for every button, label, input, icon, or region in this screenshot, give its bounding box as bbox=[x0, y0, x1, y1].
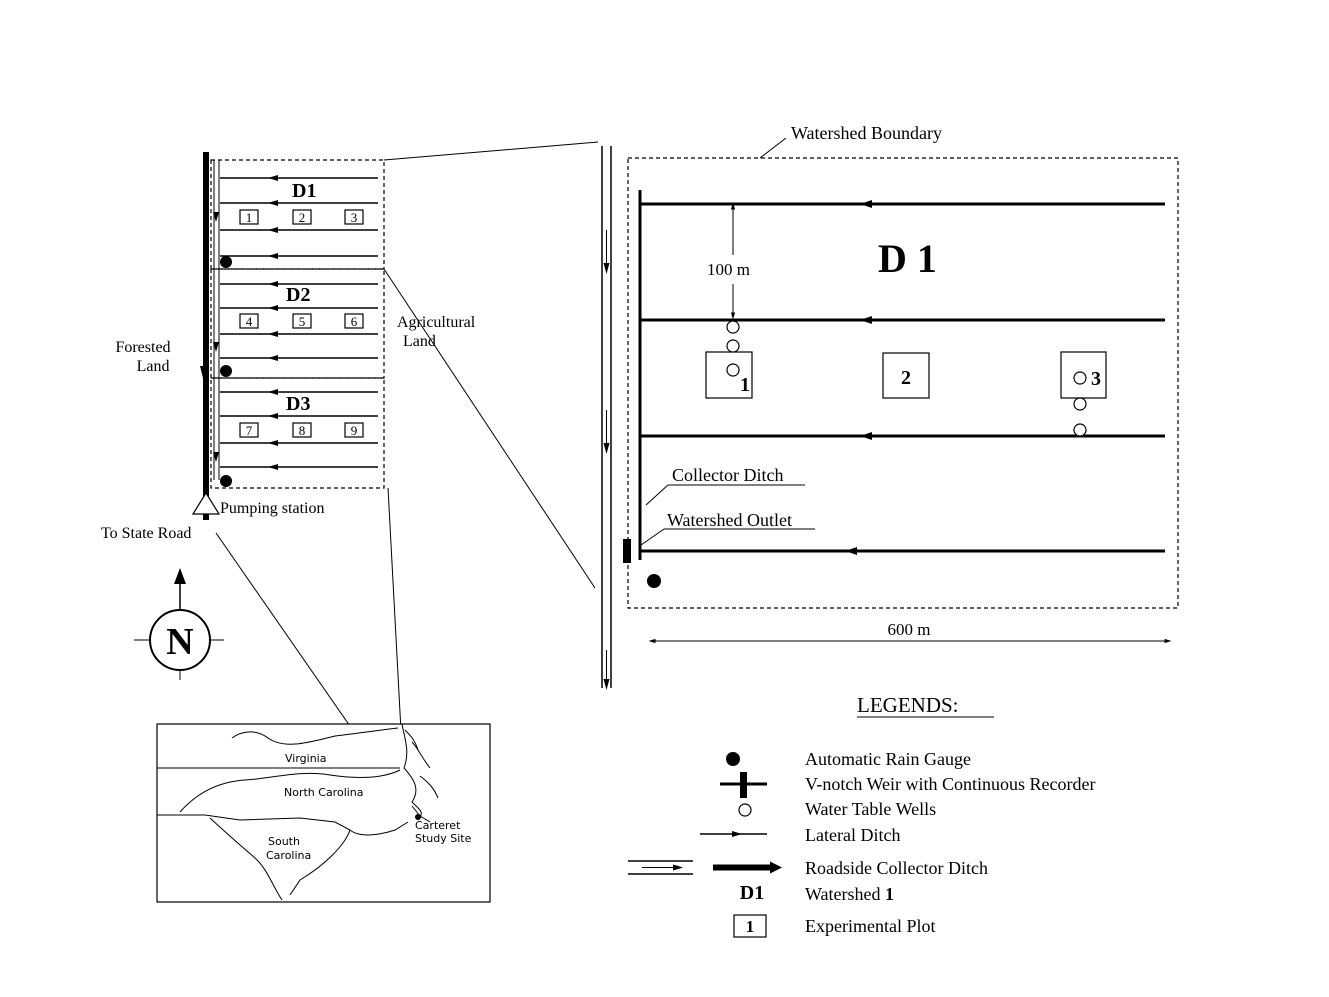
plot-label: 4 bbox=[246, 314, 253, 329]
well-icon bbox=[726, 339, 740, 353]
weir-icon bbox=[623, 539, 631, 563]
legend-label: Watershed 1 bbox=[805, 884, 894, 904]
legend-plot-symbol: 1 bbox=[746, 917, 755, 936]
inset-carteret-label: Carteret bbox=[415, 819, 461, 832]
inset-north-carolina-label: North Carolina bbox=[284, 786, 364, 799]
legend: LEGENDS: Automatic Rain Gauge V-notch We… bbox=[628, 693, 1096, 938]
plot-label: 6 bbox=[351, 314, 358, 329]
overview-plots: 1 2 3 4 5 6 7 8 9 bbox=[239, 209, 364, 438]
legend-watershed-symbol: D1 bbox=[740, 882, 764, 904]
compass-letter: N bbox=[166, 621, 193, 663]
well-icon bbox=[1073, 397, 1087, 411]
flow-arrow-icon bbox=[200, 366, 206, 378]
legend-plot-icon bbox=[733, 914, 767, 938]
lateral-ditches-d2 bbox=[220, 281, 378, 361]
pumping-station-label: Pumping station bbox=[220, 500, 324, 517]
legend-label: Experimental Plot bbox=[805, 916, 935, 936]
collector-ditch-label: Collector Ditch bbox=[672, 465, 783, 485]
plot-label: 2 bbox=[299, 210, 306, 225]
rain-gauge-icon bbox=[220, 475, 232, 487]
plot-label: 2 bbox=[901, 367, 911, 389]
well-icon bbox=[726, 320, 740, 334]
legend-title: LEGENDS: bbox=[857, 693, 959, 717]
plot-label: 1 bbox=[246, 210, 253, 225]
inset-virginia-label: Virginia bbox=[285, 752, 326, 765]
legend-label: V-notch Weir with Continuous Recorder bbox=[805, 774, 1096, 794]
lateral-ditches-d1 bbox=[220, 175, 378, 259]
spacing-dimension-label: 100 m bbox=[707, 260, 750, 279]
watershed-label-d1: D1 bbox=[292, 180, 316, 202]
north-compass: N bbox=[134, 568, 224, 680]
legend-label: Water Table Wells bbox=[805, 799, 936, 819]
watershed-box-d2 bbox=[210, 268, 385, 379]
plot-label: 3 bbox=[351, 210, 358, 225]
rain-gauge-icon bbox=[647, 574, 661, 588]
watershed-box-d1 bbox=[210, 159, 385, 270]
overview-map: D1 D2 D3 1 2 3 4 5 6 7 8 9 Pumping stati… bbox=[101, 152, 479, 542]
water-table-wells bbox=[726, 320, 1087, 437]
plot-label: 7 bbox=[246, 423, 253, 438]
legend-well-icon bbox=[738, 803, 752, 817]
flow-arrow-icon bbox=[213, 212, 219, 222]
plot-label: 3 bbox=[1091, 368, 1101, 390]
experimental-plot-2 bbox=[882, 352, 930, 399]
plot-label: 8 bbox=[299, 423, 306, 438]
legend-rain-gauge-icon bbox=[726, 752, 740, 766]
rain-gauge-icon bbox=[220, 365, 232, 377]
flow-arrow-icon bbox=[213, 452, 219, 462]
plot-label: 5 bbox=[299, 314, 306, 329]
watershed-label-d3: D3 bbox=[286, 393, 310, 415]
inset-study-site-label: Study Site bbox=[415, 832, 472, 845]
watershed-box-d3 bbox=[210, 377, 385, 489]
inset-location-map: Virginia North Carolina South Carolina C… bbox=[156, 723, 491, 903]
north-arrow-icon bbox=[174, 568, 186, 584]
agricultural-land-label: Agricultural Land bbox=[397, 314, 479, 350]
well-icon bbox=[1073, 423, 1087, 437]
inset-carolina-label: Carolina bbox=[266, 849, 311, 862]
inset-south-label: South bbox=[268, 835, 300, 848]
lateral-ditches-d3 bbox=[220, 389, 378, 470]
study-site-marker-icon bbox=[415, 814, 421, 820]
rain-gauge-icon bbox=[220, 256, 232, 268]
to-state-road-label: To State Road bbox=[101, 525, 191, 542]
zoom-connectors bbox=[215, 141, 599, 818]
watershed-label-d2: D2 bbox=[286, 284, 310, 306]
watershed-outlet-label: Watershed Outlet bbox=[667, 510, 792, 530]
legend-label: Automatic Rain Gauge bbox=[805, 749, 971, 769]
watershed-boundary bbox=[627, 157, 1179, 609]
detail-watershed-d1: Watershed Boundary 100 m D 1 1 2 3 bbox=[601, 123, 1179, 690]
flow-arrow-icon bbox=[213, 342, 219, 352]
detail-title: D 1 bbox=[878, 236, 937, 281]
well-icon bbox=[1073, 371, 1087, 385]
width-dimension-label: 600 m bbox=[888, 620, 931, 639]
legend-label: Roadside Collector Ditch bbox=[805, 858, 988, 878]
well-icon bbox=[726, 363, 740, 377]
plot-label: 1 bbox=[740, 374, 750, 396]
pumping-station-icon bbox=[191, 491, 221, 515]
legend-weir-icon bbox=[740, 772, 747, 798]
legend-label: Lateral Ditch bbox=[805, 825, 900, 845]
plot-label: 9 bbox=[351, 423, 358, 438]
watershed-boundary-label: Watershed Boundary bbox=[791, 123, 942, 143]
forested-land-label: Forested Land bbox=[115, 339, 174, 375]
